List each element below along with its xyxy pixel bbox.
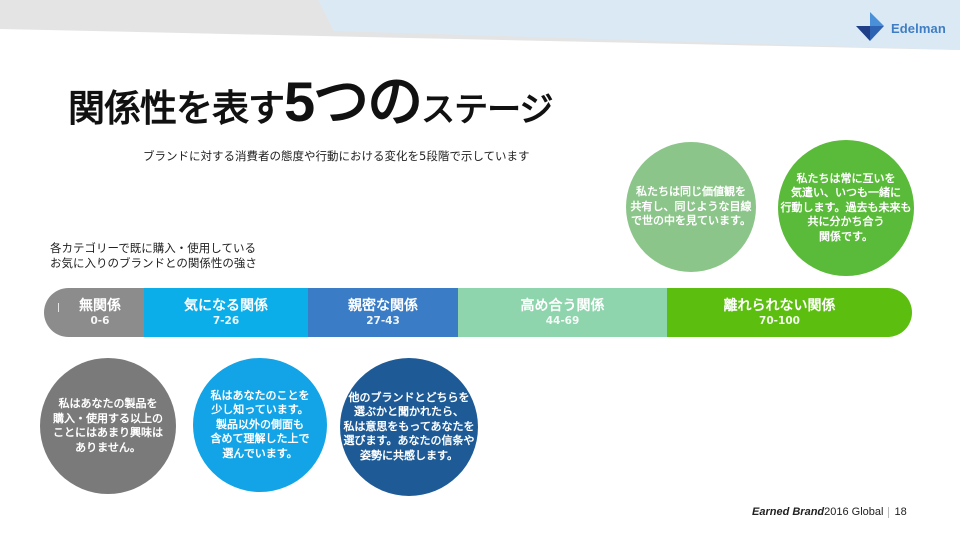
stage-segment-inseparable: 離れられない関係 70-100 (667, 288, 912, 337)
stage-segment-mutual: 高め合う関係 44-69 (458, 288, 667, 337)
page-number: 18 (894, 506, 907, 518)
page-title: 関係性を表す 5つの ステージ (68, 70, 553, 133)
stage-description-circle-5: 私たちは常に互いを 気遣い、いつも一緒に 行動します。過去も未来も 共に分かち合… (778, 140, 914, 276)
stage-description-circle-4: 私たちは同じ価値観を 共有し、同じような目線 で世の中を見ています。 (626, 142, 756, 272)
stage-name: 離れられない関係 (723, 297, 836, 314)
stage-bar: 無関係 0-6 気になる関係 7-26 親密な関係 27-43 高め合う関係 4… (44, 288, 912, 337)
stage-name: 無関係 (79, 297, 121, 314)
stage-segment-intimate: 親密な関係 27-43 (308, 288, 458, 337)
stage-segment-interested: 気になる関係 7-26 (144, 288, 308, 337)
stage-description-circle-3: 他のブランドとどちらを 選ぶかと聞かれたら、 私は意思をもってあなたを 選びます… (340, 358, 478, 496)
side-note-line-2: お気に入りのブランドとの関係性の強さ (50, 256, 257, 270)
stage-name: 高め合う関係 (520, 297, 605, 314)
logo-text: Edelman (891, 20, 946, 36)
edelman-logo-icon (856, 12, 884, 41)
stage-range: 27-43 (366, 314, 400, 327)
footer-divider (888, 506, 890, 518)
stage-range: 44-69 (545, 314, 580, 327)
side-note-line-1: 各カテゴリーで既に購入・使用している (50, 241, 256, 255)
footer-brand: Earned Brand (752, 506, 825, 518)
side-note: 各カテゴリーで既に購入・使用している お気に入りのブランドとの関係性の強さ (50, 241, 257, 271)
title-part-2: 5つの (284, 70, 423, 133)
stage-description-circle-2: 私はあなたのことを 少し知っています。 製品以外の側面も 含めて理解した上で 選… (193, 358, 327, 492)
stage-segment-unrelated: 無関係 0-6 (44, 288, 144, 337)
stage-name: 親密な関係 (348, 297, 418, 314)
title-part-1: 関係性を表す (68, 87, 285, 130)
stage-range: 7-26 (212, 314, 240, 327)
stage-range: 70-100 (759, 314, 800, 327)
stage-description-circle-1: 私はあなたの製品を 購入・使用する以上の ことにはあまり興味は ありません。 (40, 358, 176, 494)
subtitle: ブランドに対する消費者の態度や行動における変化を5段階で示しています (143, 149, 530, 163)
tick-mark (58, 303, 59, 312)
edelman-logo: Edelman (853, 11, 946, 45)
stage-name: 気になる関係 (184, 297, 268, 314)
stage-range: 0-6 (90, 314, 110, 327)
footer-suffix: 2016 Global (824, 506, 884, 518)
title-part-3: ステージ (421, 90, 553, 130)
header-background (0, 0, 960, 50)
footer: Earned Brand 2016 Global 18 (752, 506, 907, 518)
